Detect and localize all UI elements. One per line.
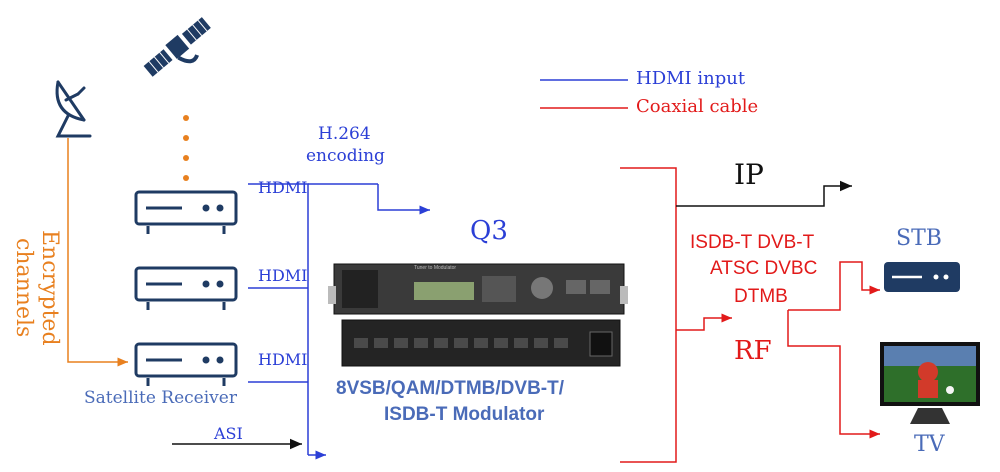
satellite-dish-icon [55, 80, 92, 138]
hdmi-label-1: HDMI [258, 178, 308, 197]
hdmi-label-3: HDMI [258, 350, 308, 369]
standards-line2: ATSC DVBC [710, 258, 818, 279]
front-panel-label: Tuner to Modulator [414, 265, 457, 271]
device-caption-line1: 8VSB/QAM/DTMB/DVB-T/ [336, 378, 564, 399]
hdmi-label-2: HDMI [258, 266, 308, 285]
receiver-box-icon [134, 190, 238, 234]
stb-icon [884, 262, 960, 292]
receiver-box-icon [134, 342, 238, 386]
satellite-icon [143, 17, 211, 77]
encrypted-channels-line1: Encrypted [37, 230, 62, 346]
tv-icon [880, 342, 980, 424]
ip-output-line [676, 180, 852, 207]
encoding-branch [377, 184, 430, 215]
satellite-link-dots [183, 115, 189, 181]
encrypted-channel-path [67, 138, 128, 367]
rf-branch-tv [787, 310, 880, 439]
rf-branch-stb [788, 261, 880, 311]
ip-label: IP [734, 158, 764, 191]
device-caption-line2: ISDB-T Modulator [384, 404, 545, 425]
receiver-box-icon [134, 266, 238, 310]
encoding-label-line2: encoding [306, 146, 385, 166]
satellite-receiver-label: Satellite Receiver [84, 388, 237, 408]
rack-modulator-icon [328, 263, 628, 367]
device-name: Q3 [470, 216, 508, 246]
output-trunk [620, 167, 677, 463]
encrypted-channels-line2: channels [11, 238, 36, 338]
standards-line1: ISDB-T DVB-T [690, 232, 815, 253]
encoding-label-line1: H.264 [318, 124, 371, 144]
asi-label: ASI [214, 424, 243, 443]
rf-label: RF [734, 336, 772, 366]
tv-label: TV [914, 432, 945, 457]
rf-branch-to-standards [676, 313, 732, 331]
hdmi-line-1 [248, 183, 309, 455]
standards-line3: DTMB [734, 286, 788, 307]
stb-label: STB [896, 226, 942, 251]
legend-hdmi-label: HDMI input [636, 68, 746, 89]
legend-coax-label: Coaxial cable [636, 96, 759, 117]
